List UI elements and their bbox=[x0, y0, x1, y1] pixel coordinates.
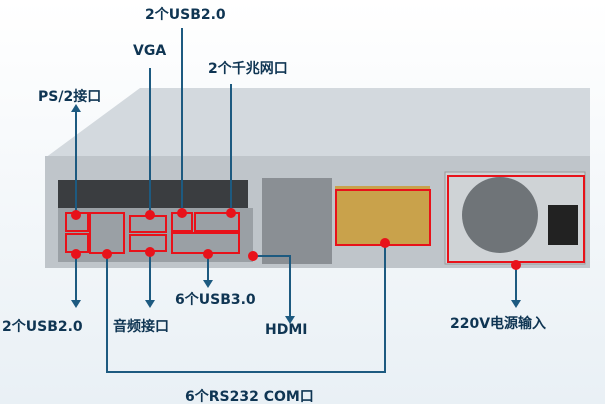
io-vent bbox=[58, 180, 248, 208]
callout-dots bbox=[71, 208, 521, 270]
label-usb3: 6个USB3.0 bbox=[175, 292, 256, 308]
label-com: 6个RS232 COM口 bbox=[185, 389, 314, 404]
label-lan: 2个千兆网口 bbox=[208, 61, 288, 77]
com-card bbox=[335, 186, 430, 246]
callout-lines bbox=[75, 28, 517, 373]
pcie-slots bbox=[262, 178, 332, 264]
psu-fan bbox=[462, 177, 538, 253]
label-vga: VGA bbox=[133, 43, 167, 59]
arrowheads bbox=[71, 104, 521, 324]
label-hdmi: HDMI bbox=[265, 322, 308, 338]
label-audio: 音频接口 bbox=[113, 319, 169, 335]
label-usb2-bottom: 2个USB2.0 bbox=[2, 319, 83, 335]
chassis-top bbox=[45, 88, 590, 158]
label-power: 220V电源输入 bbox=[450, 316, 547, 332]
label-ps2: PS/2接口 bbox=[38, 89, 102, 105]
label-usb2-top: 2个USB2.0 bbox=[145, 7, 226, 23]
power-socket bbox=[548, 205, 578, 245]
